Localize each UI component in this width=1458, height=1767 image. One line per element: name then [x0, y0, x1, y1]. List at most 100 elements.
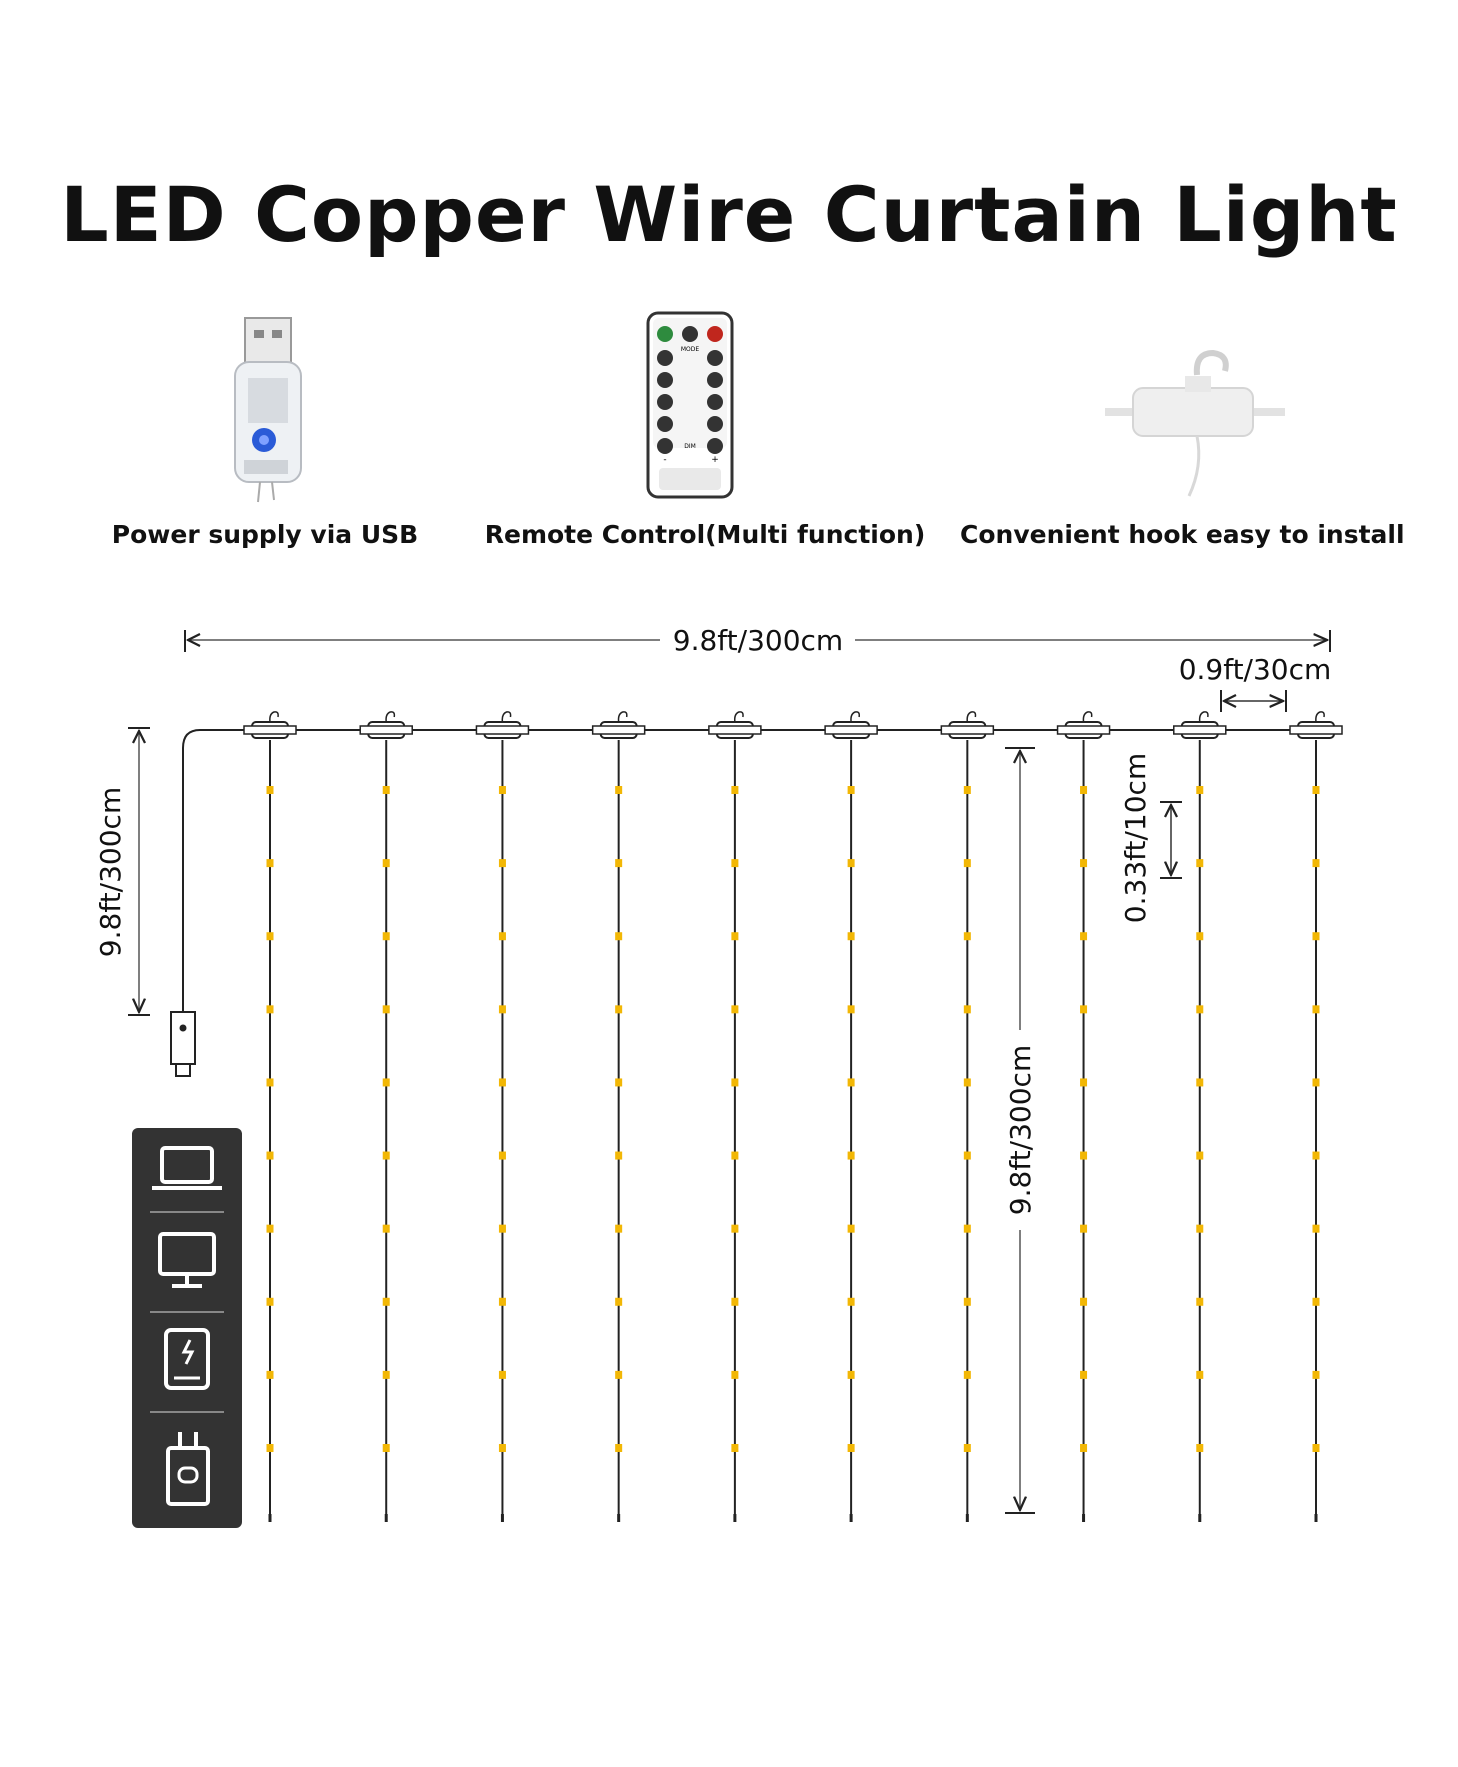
usb-connector [170, 1011, 196, 1077]
led-bead [731, 1444, 739, 1452]
light-strands [243, 711, 1343, 1522]
hook-connector [1289, 711, 1343, 739]
led-bead [1312, 1444, 1320, 1452]
led-bead [382, 786, 390, 794]
remote-control-icon: MODE DIM - + [646, 311, 734, 499]
led-bead [731, 932, 739, 941]
led-bead [498, 1151, 506, 1160]
page-title: LED Copper Wire Curtain Light [60, 170, 1398, 259]
hook-connector [243, 711, 297, 739]
led-bead [1312, 1151, 1320, 1160]
led-bead [615, 1444, 623, 1452]
strand [940, 711, 995, 1522]
led-bead [498, 786, 506, 794]
led-bead [731, 1151, 739, 1160]
spacing-dimension: 0.9ft/30cm [1179, 653, 1332, 712]
led-bead [963, 1444, 971, 1452]
strand-length-dimension: 9.8ft/300cm [1004, 747, 1037, 1514]
strand [359, 711, 413, 1522]
led-bead [1080, 1297, 1088, 1306]
hook-connector [359, 711, 413, 739]
led-bead [963, 1370, 971, 1379]
led-bead [615, 1297, 623, 1306]
led-bead [615, 1370, 623, 1379]
led-bead [963, 1224, 971, 1233]
svg-text:-: - [663, 455, 666, 465]
led-bead [266, 1151, 274, 1160]
led-bead [847, 1444, 855, 1452]
power-bank-icon [164, 1328, 210, 1390]
led-bead [266, 1005, 274, 1014]
led-bead [1080, 1005, 1088, 1014]
strand [1289, 711, 1343, 1522]
led-bead [1080, 1078, 1088, 1087]
led-bead [731, 1224, 739, 1233]
led-bead [1196, 1224, 1204, 1233]
led-bead [963, 1151, 971, 1160]
led-bead [615, 1078, 623, 1087]
led-bead [1080, 1224, 1088, 1233]
hook-connector [1056, 711, 1111, 739]
hook-connector [1173, 711, 1227, 739]
led-bead [847, 786, 855, 794]
led-bead [1080, 932, 1088, 941]
led-bead [963, 1078, 971, 1087]
hook-connector [940, 711, 995, 739]
width-dimension-label: 9.8ft/300cm [673, 624, 843, 657]
led-bead [1196, 859, 1204, 868]
led-bead [731, 1370, 739, 1379]
led-bead [847, 1224, 855, 1233]
led-bead [847, 859, 855, 868]
led-bead [847, 1370, 855, 1379]
svg-text:+: + [711, 455, 719, 465]
led-bead [731, 786, 739, 794]
led-bead [1312, 932, 1320, 941]
led-bead [382, 1224, 390, 1233]
strand [243, 711, 297, 1522]
led-bead [731, 1005, 739, 1014]
led-bead [615, 1224, 623, 1233]
usb-plug-icon [234, 317, 302, 503]
led-bead [847, 932, 855, 941]
led-bead [847, 1078, 855, 1087]
feature-label-hook: Convenient hook easy to install [960, 520, 1405, 549]
led-bead [731, 1078, 739, 1087]
led-bead [1080, 1370, 1088, 1379]
led-bead [1196, 1005, 1204, 1014]
led-bead [1312, 1224, 1320, 1233]
led-bead [266, 1297, 274, 1306]
led-bead [382, 1151, 390, 1160]
led-bead [266, 932, 274, 941]
led-bead [1196, 1151, 1204, 1160]
led-bead [382, 859, 390, 868]
strand [591, 711, 646, 1522]
led-bead [615, 859, 623, 868]
led-bead [266, 1370, 274, 1379]
led-bead [1196, 1370, 1204, 1379]
led-bead [382, 1370, 390, 1379]
led-bead [498, 1297, 506, 1306]
curtain-diagram: 9.8ft/300cm 0.9ft/30cm 9.8ft/300cm 9.8ft… [94, 624, 1343, 1528]
strand-length-label: 9.8ft/300cm [1004, 1045, 1037, 1215]
led-bead [498, 1078, 506, 1087]
hook-connector [708, 711, 762, 739]
cable-length-dimension: 9.8ft/300cm [94, 727, 150, 1016]
hook-connector [475, 711, 530, 739]
led-bead [1080, 859, 1088, 868]
spacing-dimension-label: 0.9ft/30cm [1179, 653, 1332, 686]
led-spacing-dimension: 0.33ft/10cm [1119, 753, 1182, 923]
hook-clip-icon [1105, 349, 1285, 497]
laptop-icon [152, 1146, 222, 1190]
led-bead [615, 786, 623, 794]
led-bead [382, 1078, 390, 1087]
cable-length-label: 9.8ft/300cm [94, 787, 127, 957]
led-bead [731, 859, 739, 868]
svg-text:DIM: DIM [684, 443, 696, 450]
led-bead [963, 1005, 971, 1014]
led-bead [847, 1005, 855, 1014]
led-bead [731, 1297, 739, 1306]
led-bead [847, 1297, 855, 1306]
led-bead [615, 1005, 623, 1014]
width-dimension: 9.8ft/300cm [184, 624, 1331, 657]
led-bead [498, 932, 506, 941]
